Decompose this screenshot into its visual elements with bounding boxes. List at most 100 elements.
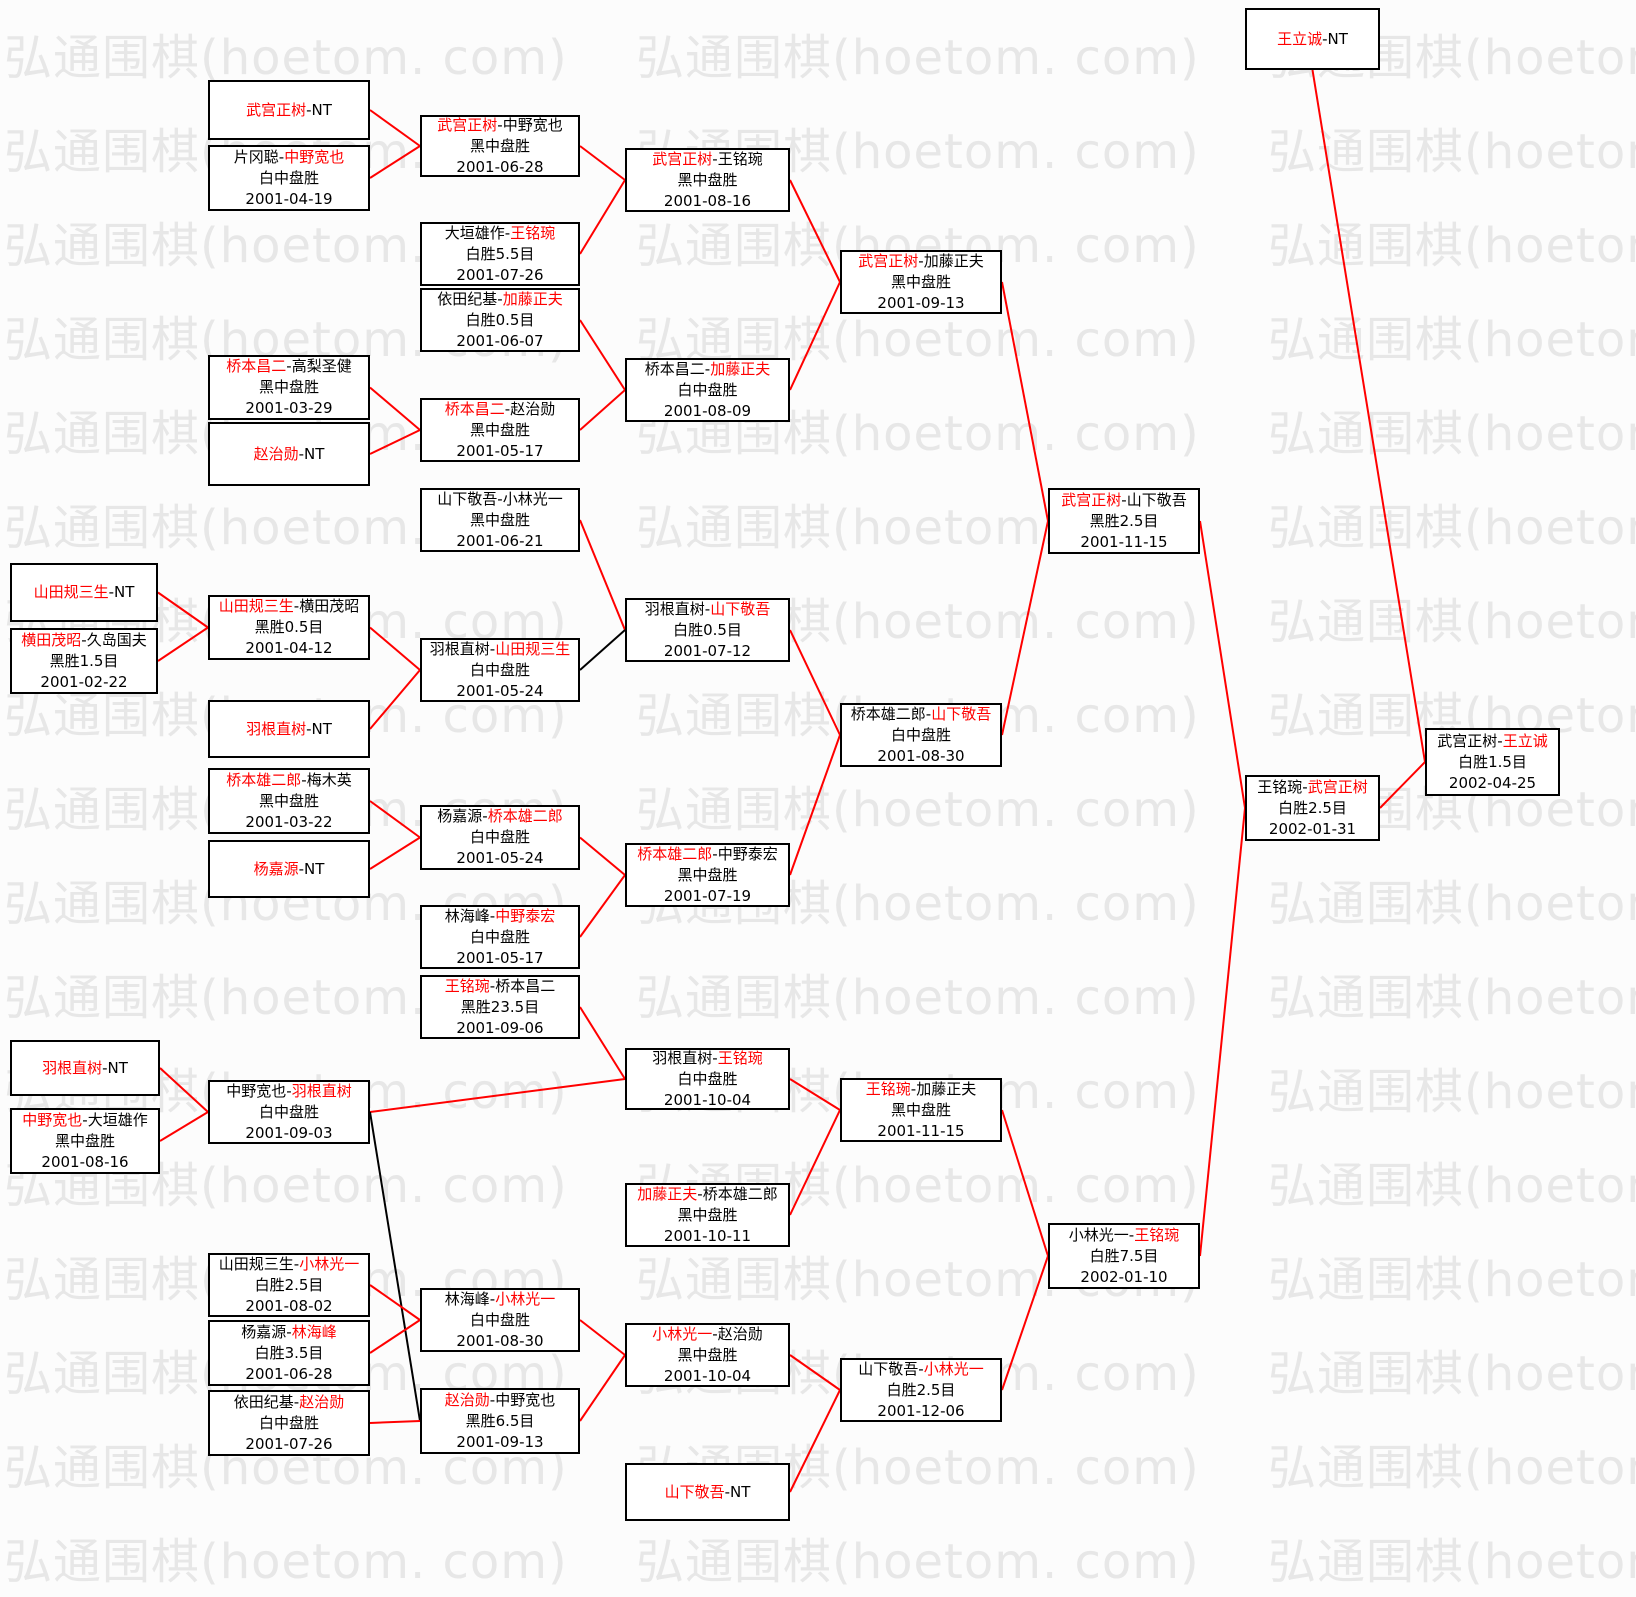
- match-box[interactable]: 武宫正树-NT: [208, 80, 370, 140]
- match-result: 白中盘胜: [890, 725, 951, 744]
- watermark-text: 弘通围棋(hoetom. com): [1268, 406, 1636, 462]
- player-name: 山下敬吾-: [858, 1359, 924, 1378]
- match-box[interactable]: 赵治勋-NT: [208, 422, 370, 486]
- match-players: 羽根直树-山下敬吾: [645, 599, 770, 620]
- connector-line: [579, 1006, 626, 1080]
- connector-line: [579, 145, 626, 181]
- match-players: 王铭琬-桥本昌二: [445, 976, 555, 997]
- match-result: 白中盘胜: [258, 168, 319, 187]
- match-box[interactable]: 杨嘉源-NT: [208, 840, 370, 898]
- match-box[interactable]: 羽根直树-NT: [208, 700, 370, 758]
- match-box[interactable]: 羽根直树-山下敬吾白胜0.5目 2001-07-12: [625, 598, 790, 662]
- match-date: 2001-09-13: [877, 293, 965, 312]
- match-players: 横田茂昭-久岛国夫: [21, 630, 146, 651]
- match-date: 2001-05-17: [456, 948, 544, 967]
- player-name: 山下敬吾: [931, 704, 992, 723]
- connector-line: [579, 836, 626, 876]
- match-date: 2001-09-13: [456, 1432, 544, 1451]
- match-players: 桥本昌二-高梨圣健: [226, 356, 351, 377]
- connector-line: [369, 386, 421, 431]
- connector-line: [369, 429, 421, 455]
- connector-line: [579, 519, 626, 631]
- player-name: -山下敬吾: [1121, 490, 1187, 509]
- match-box[interactable]: 山田规三生-NT: [10, 563, 158, 622]
- match-date: 2001-06-28: [245, 1364, 333, 1383]
- connector-line: [157, 591, 209, 629]
- match-players: 桥本雄二郎-梅木英: [226, 770, 351, 791]
- watermark-text: 弘通围棋(hoetom. com): [1268, 594, 1636, 650]
- player-name: 杨嘉源: [253, 859, 299, 878]
- match-box[interactable]: 王立诚-NT: [1245, 8, 1380, 70]
- match-result: 黑中盘胜: [677, 865, 738, 884]
- watermark-text: 弘通围棋(hoetom. com): [1268, 1440, 1636, 1496]
- connector-line: [1199, 520, 1246, 809]
- connector-line: [369, 836, 421, 870]
- player-name: 王铭琬: [510, 223, 556, 242]
- connector-line: [789, 1354, 841, 1391]
- match-box[interactable]: 山下敬吾-NT: [625, 1463, 790, 1521]
- match-players: 杨嘉源-林海峰: [241, 1322, 336, 1343]
- match-date: 2001-07-12: [663, 641, 752, 660]
- player-name: -中野宽也: [497, 115, 563, 134]
- player-name: 小林光一: [652, 1324, 713, 1343]
- match-result: 白胜0.5目: [673, 620, 742, 639]
- match-players: 武宫正树-王铭琬: [652, 149, 762, 170]
- match-date: 2001-07-26: [245, 1434, 333, 1453]
- match-date: 2001-05-24: [456, 849, 544, 867]
- player-name: 山下敬吾: [710, 599, 771, 618]
- match-date: 2001-03-22: [245, 812, 333, 831]
- match-box[interactable]: 羽根直树-NT: [10, 1040, 160, 1096]
- connector-line: [1001, 1255, 1049, 1391]
- player-name: 山田规三生-: [218, 1254, 300, 1273]
- match-box[interactable]: 杨嘉源-林海峰白胜3.5目 2001-06-28: [208, 1320, 370, 1386]
- player-name: 中野宽也: [22, 1110, 83, 1129]
- match-date: 2001-04-19: [245, 189, 333, 208]
- watermark-text: 弘通围棋(hoetom. com): [1268, 1158, 1636, 1214]
- connector-line: [369, 1420, 421, 1424]
- match-date: 2001-11-15: [877, 1121, 965, 1140]
- match-result: 白胜3.5目: [254, 1343, 324, 1362]
- player-name: 羽根直树-: [652, 1048, 718, 1067]
- player-name: 小林光一-: [1068, 1225, 1135, 1244]
- connector-line: [789, 1078, 841, 1111]
- connector-line: [579, 874, 626, 938]
- player-name: -中野宽也: [489, 1390, 556, 1409]
- connector-line: [579, 1319, 626, 1356]
- player-name: 小林光一: [495, 1289, 556, 1308]
- match-result: 黑中盘胜: [469, 136, 530, 155]
